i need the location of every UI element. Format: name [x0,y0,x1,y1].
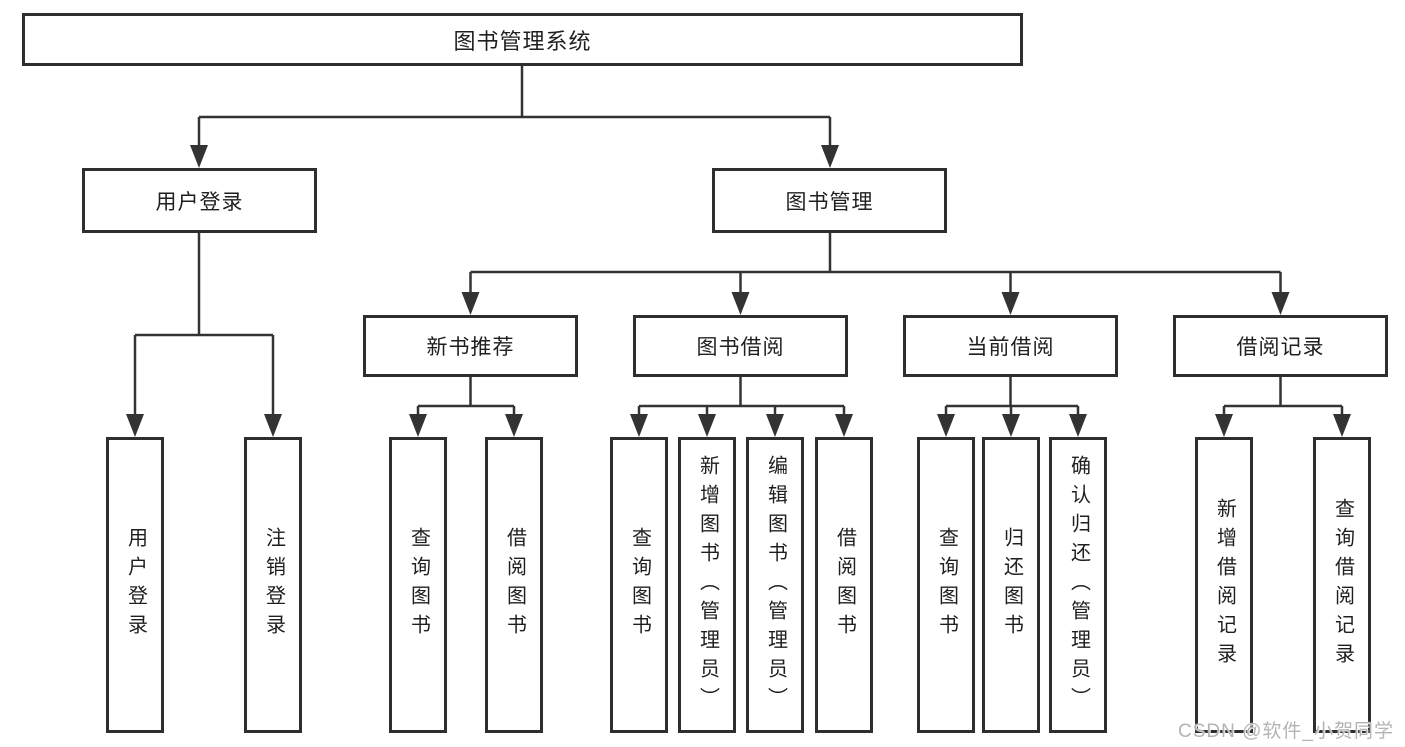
node-root-label: 图书管理系统 [453,28,592,54]
node-new-book-recommend: 新书推荐 [363,315,578,377]
node-user-login-label: 用户登录 [155,190,244,214]
leaf-edit-books-admin-label: 编辑图书（管理员） [764,454,787,716]
leaf-user-login: 用户登录 [106,437,164,733]
leaf-add-books-admin-label: 新增图书（管理员） [696,454,719,716]
arrowhead-book-mgmt [821,145,839,168]
leaf-newbook-query-books-label: 查询图书 [407,527,430,643]
arrowhead-user-login [190,145,208,168]
node-borrow-records: 借阅记录 [1173,315,1388,377]
leaf-query-borrow-record-label: 查询借阅记录 [1331,498,1354,672]
leaf-add-borrow-record: 新增借阅记录 [1195,437,1253,733]
node-user-login: 用户登录 [82,168,317,233]
node-root: 图书管理系统 [22,13,1023,66]
node-new-book-recommend-label: 新书推荐 [426,336,515,359]
leaf-current-query-books: 查询图书 [917,437,975,733]
leaf-newbook-borrow-books-label: 借阅图书 [503,527,526,643]
leaf-add-books-admin: 新增图书（管理员） [678,437,736,733]
leaf-current-query-books-label: 查询图书 [935,527,958,643]
leaf-query-borrow-record: 查询借阅记录 [1313,437,1371,733]
node-current-borrow-label: 当前借阅 [966,336,1055,359]
leaf-confirm-return-admin-label: 确认归还（管理员） [1067,454,1090,716]
csdn-watermark: CSDN @软件_小贺同学 [1178,721,1394,742]
leaf-confirm-return-admin: 确认归还（管理员） [1049,437,1107,733]
leaf-borrow-books-label: 借阅图书 [833,527,856,643]
leaf-user-login-label: 用户登录 [124,527,147,643]
node-book-borrow-label: 图书借阅 [696,336,785,359]
node-borrow-records-label: 借阅记录 [1236,336,1325,359]
leaf-add-borrow-record-label: 新增借阅记录 [1213,498,1236,672]
leaf-logout: 注销登录 [244,437,302,733]
node-book-management-label: 图书管理 [785,190,874,214]
node-current-borrow: 当前借阅 [903,315,1118,377]
leaf-edit-books-admin: 编辑图书（管理员） [746,437,804,733]
node-book-management: 图书管理 [712,168,947,233]
leaf-newbook-borrow-books: 借阅图书 [485,437,543,733]
node-book-borrow: 图书借阅 [633,315,848,377]
leaf-borrow-query-books-label: 查询图书 [628,527,651,643]
leaf-return-books-label: 归还图书 [1000,527,1023,643]
leaf-newbook-query-books: 查询图书 [389,437,447,733]
leaf-borrow-query-books: 查询图书 [610,437,668,733]
leaf-logout-label: 注销登录 [262,527,285,643]
leaf-return-books: 归还图书 [982,437,1040,733]
leaf-borrow-books: 借阅图书 [815,437,873,733]
